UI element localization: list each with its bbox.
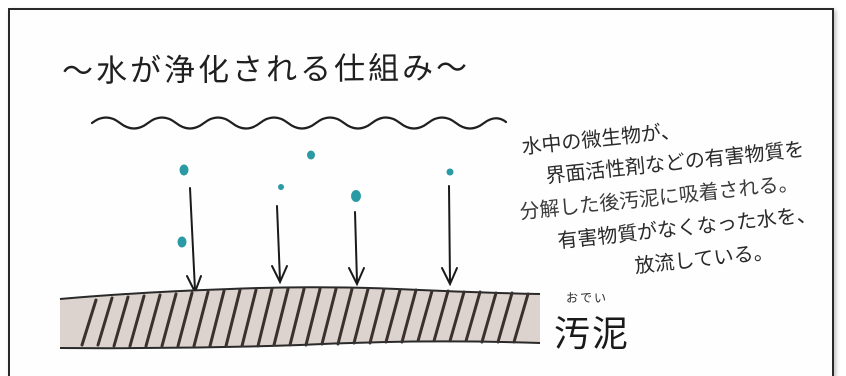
arrow-3 — [348, 211, 365, 287]
sludge-layer — [59, 286, 541, 350]
droplet — [446, 168, 454, 176]
sludge-reading: おでい — [566, 291, 609, 305]
droplet — [351, 190, 361, 202]
diagram-title: 〜水が浄化される仕組み〜 — [61, 50, 471, 90]
arrow-4 — [441, 185, 458, 287]
sludge-hatching — [80, 287, 530, 348]
settling-arrows — [186, 185, 458, 295]
sludge-top-line — [59, 286, 541, 300]
microorganism-droplets — [177, 150, 454, 248]
droplet — [278, 184, 284, 190]
droplet — [307, 150, 315, 160]
arrow-1 — [186, 187, 202, 295]
sludge-label: 汚泥 — [554, 314, 631, 355]
droplet — [179, 164, 189, 176]
water-surface-wave — [90, 116, 508, 130]
arrow-2 — [271, 205, 288, 285]
droplet — [177, 236, 187, 248]
